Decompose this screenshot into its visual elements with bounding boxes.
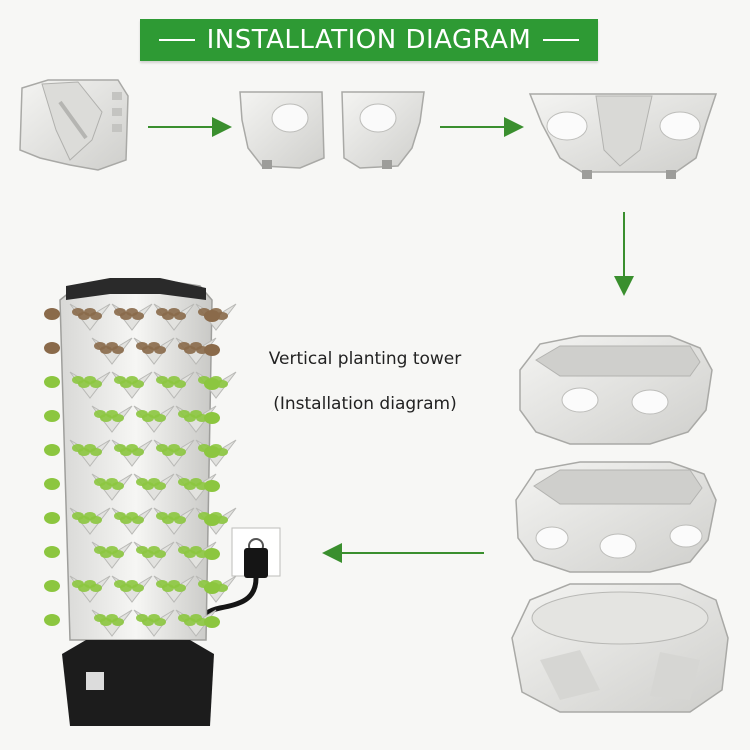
- caption-line-2: (Installation diagram): [240, 394, 490, 414]
- single-panel-part: [20, 80, 128, 170]
- tower-base: [62, 640, 214, 726]
- lettuce-leaf: [112, 346, 124, 354]
- lettuce-leaf: [112, 618, 124, 626]
- lettuce-leaf: [174, 312, 186, 320]
- lettuce-leaf: [44, 342, 60, 354]
- lettuce-leaf: [174, 448, 186, 456]
- upper-ring-part: [520, 336, 712, 444]
- lettuce-leaf: [132, 584, 144, 592]
- lettuce-leaf: [90, 312, 102, 320]
- lettuce-leaf: [44, 546, 60, 558]
- lettuce-leaf: [204, 616, 220, 628]
- lettuce-leaf: [44, 376, 60, 388]
- lettuce-leaf: [132, 516, 144, 524]
- lettuce-leaf: [132, 312, 144, 320]
- lettuce-leaf: [90, 584, 102, 592]
- lettuce-leaf: [174, 516, 186, 524]
- lettuce-leaf: [204, 446, 220, 458]
- lettuce-leaf: [44, 614, 60, 626]
- lettuce-leaf: [90, 380, 102, 388]
- base-label: [86, 672, 104, 690]
- assembled-tower: [44, 278, 236, 726]
- lettuce-leaf: [204, 344, 220, 356]
- lettuce-leaf: [204, 582, 220, 594]
- lettuce-leaf: [174, 584, 186, 592]
- lettuce-leaf: [132, 380, 144, 388]
- lettuce-leaf: [204, 378, 220, 390]
- base-reservoir-part: [512, 584, 728, 712]
- lettuce-leaf: [204, 548, 220, 560]
- lettuce-leaf: [44, 478, 60, 490]
- lettuce-leaf: [154, 482, 166, 490]
- lettuce-leaf: [204, 310, 220, 322]
- lettuce-leaf: [44, 444, 60, 456]
- lettuce-leaf: [90, 448, 102, 456]
- lettuce-leaf: [204, 480, 220, 492]
- lettuce-leaf: [44, 580, 60, 592]
- lettuce-leaf: [154, 414, 166, 422]
- lettuce-leaf: [90, 516, 102, 524]
- lettuce-leaf: [154, 550, 166, 558]
- lettuce-leaf: [132, 448, 144, 456]
- caption-line-1: Vertical planting tower: [240, 349, 490, 369]
- lettuce-leaf: [174, 380, 186, 388]
- middle-ring-part: [516, 462, 716, 572]
- paired-panels-part: [240, 92, 424, 169]
- lettuce-leaf: [112, 550, 124, 558]
- lettuce-leaf: [44, 410, 60, 422]
- lettuce-leaf: [204, 514, 220, 526]
- lettuce-leaf: [154, 618, 166, 626]
- lettuce-leaf: [204, 412, 220, 424]
- joined-panels-part: [530, 94, 716, 179]
- lettuce-leaf: [44, 308, 60, 320]
- lettuce-leaf: [154, 346, 166, 354]
- lettuce-leaf: [112, 414, 124, 422]
- lettuce-leaf: [112, 482, 124, 490]
- lettuce-leaf: [44, 512, 60, 524]
